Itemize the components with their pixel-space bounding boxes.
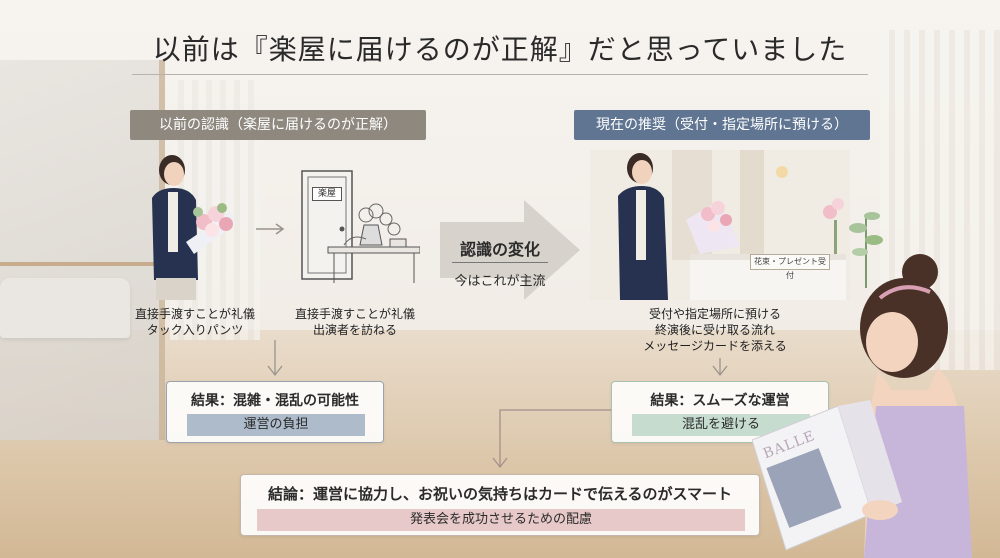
trend-label: 今はこれが主流 <box>454 274 546 289</box>
caption-line: 終演後に受け取る流れ <box>654 323 775 337</box>
caption-line: 受付や指定場所に預ける <box>648 307 781 321</box>
ballet-barre <box>0 262 165 266</box>
leaf-plant-icon <box>849 212 883 288</box>
right-caption: 受付や指定場所に預ける 終演後に受け取る流れ メッセージカードを添える <box>600 306 830 354</box>
conclusion-box: 結論：運営に協力し、お祝いの気持ちはカードで伝えるのがスマート 発表会を成功させ… <box>240 474 760 536</box>
dressing-room-door-illustration: 楽屋 <box>290 165 421 295</box>
caption-line: 直接手渡すことが礼儀 <box>294 307 415 321</box>
caption-line: メッセージカードを添える <box>643 339 787 353</box>
left-section-header: 以前の認識（楽屋に届けるのが正解） <box>130 110 426 140</box>
conclusion-title: 結論：運営に協力し、お祝いの気持ちはカードで伝えるのがスマート <box>267 485 733 503</box>
left-result-box: 結果：混雑・混乱の可能性 運営の負担 <box>166 381 384 443</box>
right-result-title: 結果：スムーズな運営 <box>650 393 790 409</box>
caption-line: タック入りパンツ <box>146 323 244 337</box>
caption-line: 直接手渡すことが礼儀 <box>134 307 255 321</box>
right-result-tag: 混乱を避ける <box>632 414 810 436</box>
title-divider <box>132 74 868 75</box>
left-caption-2: 直接手渡すことが礼儀 出演者を訪ねる <box>280 306 430 338</box>
left-caption-1: 直接手渡すことが礼儀 タック入りパンツ <box>120 306 270 338</box>
dressing-room-sign: 楽屋 <box>312 187 342 201</box>
left-result-title: 結果：混雑・混乱の可能性 <box>191 393 359 409</box>
right-result-box: 結果：スムーズな運営 混乱を避ける <box>611 381 829 443</box>
girl-reading-magazine-illustration: BALLE <box>751 250 1000 558</box>
change-arrow-icon <box>440 200 580 300</box>
page-title: 以前は『楽屋に届けるのが正解』だと思っていました <box>152 33 848 66</box>
change-divider <box>452 262 548 263</box>
right-section-header: 現在の推奨（受付・指定場所に預ける） <box>574 110 870 140</box>
reception-sign: 花束・プレゼント受付 <box>750 254 830 280</box>
background-sofa <box>0 278 130 338</box>
left-result-tag: 運営の負担 <box>187 414 365 436</box>
change-label: 認識の変化 <box>459 240 540 259</box>
right-arrow-icon <box>256 223 285 235</box>
conclusion-tag: 発表会を成功させるための配慮 <box>257 509 745 531</box>
woman-with-bouquet-illustration <box>152 155 236 300</box>
reception-desk-photo: 花束・プレゼント受付 <box>590 150 850 300</box>
caption-line: 出演者を訪ねる <box>312 323 397 337</box>
